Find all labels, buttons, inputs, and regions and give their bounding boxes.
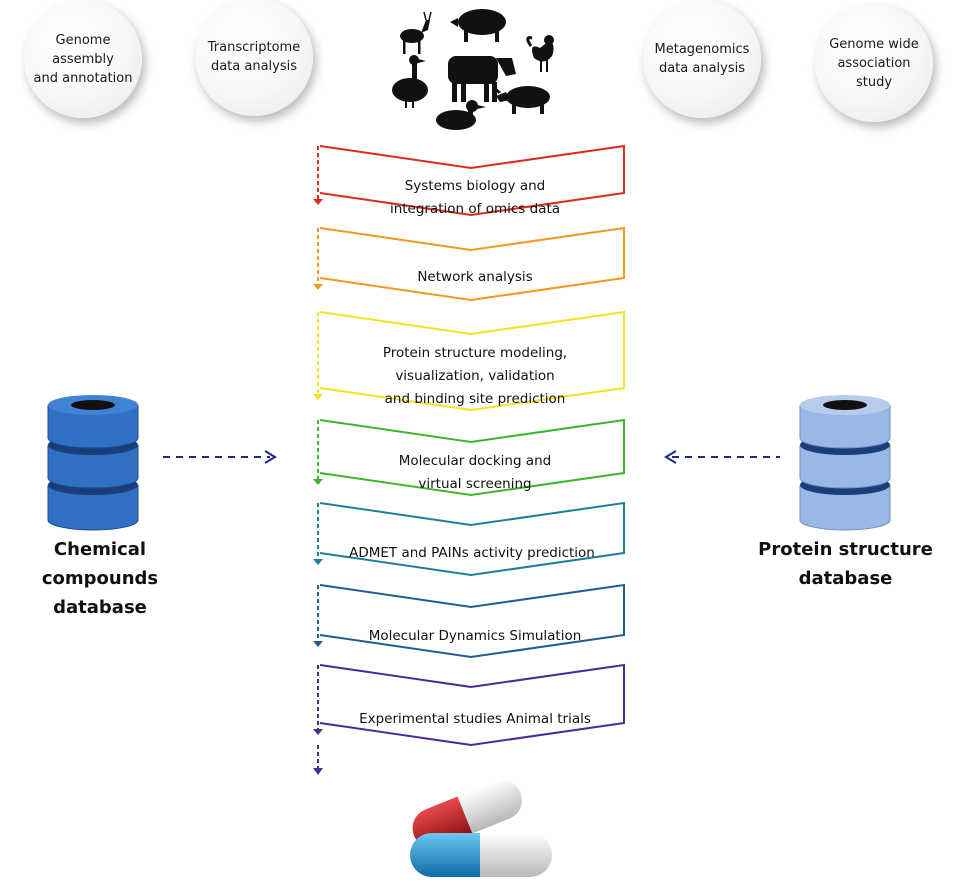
bubble-gwas: Genome wide association study xyxy=(815,4,933,122)
step-arrowhead xyxy=(313,479,323,485)
step-label-admet: ADMET and PAINs activity prediction xyxy=(349,545,595,561)
step-arrowhead xyxy=(313,559,323,565)
left-dashed-arrow xyxy=(163,450,277,464)
step-chevron xyxy=(319,501,625,577)
step-label-protein-modeling: Protein structure modeling, visualizatio… xyxy=(382,345,568,407)
step-label-network-analysis: Network analysis xyxy=(417,269,533,285)
right-dashed-arrow xyxy=(664,450,780,464)
bubble-label: Transcriptome data analysis xyxy=(207,40,301,74)
chemical-database-label: Chemical compounds database xyxy=(41,539,159,618)
bubble-genome-assembly: Genome assembly and annotation xyxy=(24,0,142,118)
bubble-transcriptome: Transcriptome data analysis xyxy=(195,0,313,116)
step-arrowhead xyxy=(313,641,323,647)
final-arrowhead xyxy=(313,768,323,775)
pipeline-steps xyxy=(313,144,625,775)
step-arrowhead xyxy=(313,729,323,735)
step-chevron xyxy=(319,418,625,497)
chemical-database-icon xyxy=(47,395,139,531)
step-arrowhead xyxy=(313,284,323,290)
protein-database-icon xyxy=(799,395,891,531)
step-label-docking: Molecular docking and virtual screening xyxy=(398,453,552,492)
step-chevron xyxy=(319,144,625,217)
step-chevron xyxy=(319,663,625,747)
step-label-systems-biology: Systems biology and integration of omics… xyxy=(389,178,561,217)
bubble-label: Metagenomics data analysis xyxy=(654,42,750,76)
bubble-label: Genome wide association study xyxy=(829,36,919,90)
step-arrowhead xyxy=(313,199,323,205)
step-label-experimental: Experimental studies Animal trials xyxy=(359,711,591,727)
bubble-label: Genome assembly and annotation xyxy=(33,32,133,86)
bubble-metagenomics: Metagenomics data analysis xyxy=(643,0,761,118)
step-arrowhead xyxy=(313,394,323,400)
capsule-icon xyxy=(410,780,552,877)
step-chevron xyxy=(319,226,625,302)
step-label-md-simulation: Molecular Dynamics Simulation xyxy=(368,628,582,644)
animals-silhouette-icon xyxy=(392,9,554,130)
protein-database-label: Protein structure database xyxy=(758,539,933,589)
step-chevron xyxy=(319,583,625,659)
step-chevron xyxy=(319,310,625,412)
